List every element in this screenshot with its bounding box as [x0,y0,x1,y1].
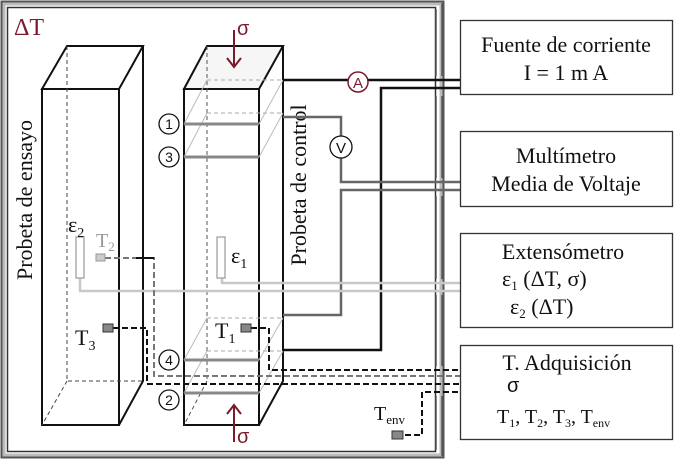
svg-text:ε2 (ΔT): ε2 (ΔT) [510,294,574,321]
sensor-t1 [240,323,252,333]
sensor-t3 [102,323,114,333]
strain-e2-label: ε2 [68,212,84,241]
load-arrow-top [226,30,242,69]
svg-text:Multímetro: Multímetro [516,143,616,168]
extensometer-box: Extensómetro ε1 (ΔT, σ) ε2 (ΔT) [459,232,674,329]
thermocouple-wires [105,257,460,436]
sigma-bottom-label: σ [237,426,250,448]
svg-text:V: V [336,140,346,157]
multimeter-box: Multímetro Media de Voltaje [459,130,674,208]
control-specimen-label: Probeta de control [286,104,311,265]
t2-label: T2 [96,230,115,254]
svg-text:3: 3 [165,149,173,165]
sensor-t2 [95,253,106,262]
voltmeter: V [329,135,353,159]
test-specimen [40,45,145,426]
strain-gauge-e2 [75,236,85,279]
svg-text:2: 2 [165,392,173,408]
current-source-box: Fuente de corriente I = 1 m A [459,19,674,96]
svg-text:I = 1 m A: I = 1 m A [524,60,609,85]
svg-text:σ: σ [507,375,520,397]
t1-label: T1 [215,318,235,347]
svg-text:T1, T2, T3, Tenv: T1, T2, T3, Tenv [497,406,610,430]
band-marker-1: 1 [158,113,180,135]
sigma-top-label: σ [237,18,250,40]
ammeter: A [347,71,369,93]
band-marker-3: 3 [158,146,180,168]
load-arrow-bottom [226,403,242,442]
strain-e1-label: ε1 [231,243,247,272]
svg-text:T. Adquisición: T. Adquisición [502,350,631,375]
chamber-wall-right [435,3,443,456]
chamber-delta-t-label: ΔT [14,15,44,41]
svg-text:Fuente de corriente: Fuente de corriente [481,32,651,57]
svg-text:A: A [353,75,363,92]
tenv-label: Tenv [374,403,405,427]
extensometer-wires [78,278,460,293]
acquisition-box: T. Adquisición σ T1, T2, T3, Tenv [459,344,674,441]
svg-text:Extensómetro: Extensómetro [502,239,624,264]
band-marker-2: 2 [158,389,180,411]
svg-text:ε1 (ΔT, σ): ε1 (ΔT, σ) [502,266,587,293]
t3-label: T3 [75,325,95,354]
sensor-tenv [391,430,404,440]
test-specimen-label: Probeta de ensayo [12,120,37,280]
strain-gauge-e1 [216,236,226,279]
svg-text:1: 1 [165,116,173,132]
svg-text:4: 4 [165,352,173,368]
band-marker-4: 4 [158,349,180,371]
current-wires [283,78,460,352]
svg-text:Media de Voltaje: Media de Voltaje [491,171,641,196]
